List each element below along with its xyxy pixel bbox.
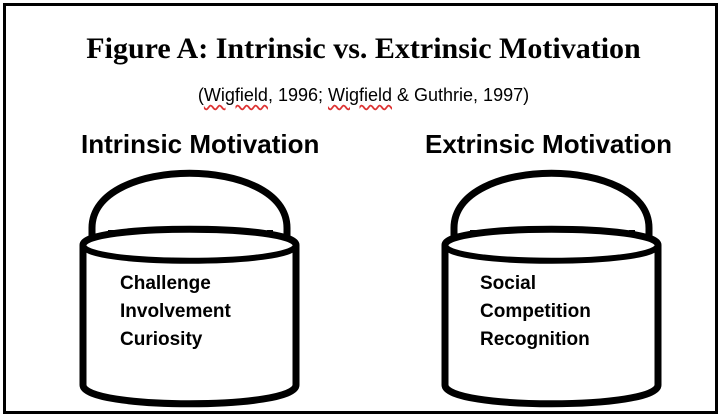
bucket-icon (79, 169, 300, 408)
bucket-handle (450, 169, 653, 280)
intrinsic-bucket: Challenge Involvement Curiosity (72, 160, 312, 410)
bucket-item: Competition (480, 301, 591, 322)
citation-author-2: Wigfield (327, 85, 393, 105)
figure-frame: Figure A: Intrinsic vs. Extrinsic Motiva… (3, 3, 718, 414)
figure-title: Figure A: Intrinsic vs. Extrinsic Motiva… (86, 32, 641, 65)
extrinsic-bucket: Social Competition Recognition (434, 160, 674, 410)
bucket-icon (441, 169, 662, 408)
figure-citation: (Wigfield, 1996; Wigfield & Guthrie, 199… (6, 85, 721, 106)
intrinsic-heading: Intrinsic Motivation (81, 129, 320, 159)
bucket-item: Involvement (120, 301, 231, 322)
bucket-item: Challenge (120, 273, 211, 294)
citation-mid-1: , 1996; (267, 85, 328, 105)
extrinsic-items: Social Competition Recognition (480, 270, 591, 354)
intrinsic-items: Challenge Involvement Curiosity (120, 270, 231, 354)
bucket-item: Recognition (480, 329, 590, 350)
citation-open: ( (197, 85, 204, 105)
bucket-handle (88, 169, 291, 280)
bucket-item: Social (480, 273, 536, 294)
citation-author-1: Wigfield (203, 85, 268, 105)
bucket-rim (442, 243, 661, 264)
extrinsic-heading: Extrinsic Motivation (425, 129, 673, 159)
bucket-item: Curiosity (120, 329, 203, 350)
bucket-rim (80, 243, 299, 264)
bucket-body (79, 225, 300, 408)
citation-mid-2: & Guthrie, 1997) (392, 85, 530, 105)
bucket-body (441, 225, 662, 408)
